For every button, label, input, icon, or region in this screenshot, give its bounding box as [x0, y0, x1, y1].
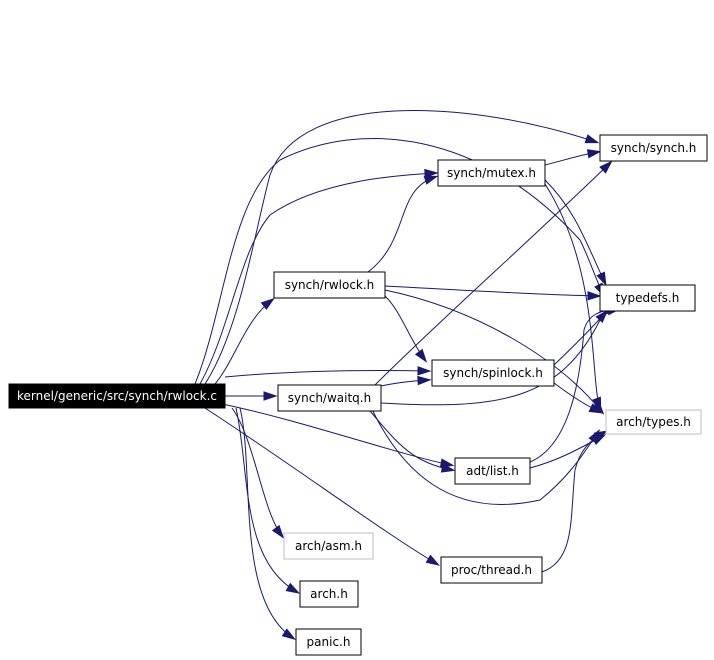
edge-line: [384, 289, 603, 413]
edge-root-to-spinlock: [224, 366, 432, 378]
edge-line: [374, 162, 611, 386]
arrowhead-icon: [281, 628, 296, 640]
edge-line: [529, 308, 618, 463]
node-spinlock-h[interactable]: synch/spinlock.h: [431, 359, 555, 387]
arrowhead-icon: [424, 168, 439, 179]
edge-line: [553, 311, 607, 366]
arrowhead-icon: [599, 160, 613, 174]
arrowhead-icon: [414, 348, 428, 363]
edge-line: [204, 109, 597, 385]
node-waitq-h[interactable]: synch/waitq.h: [277, 384, 382, 412]
edge-line: [369, 410, 453, 471]
edge-line: [199, 172, 436, 385]
edge-line: [235, 407, 298, 593]
edge-mutex-to-archtypes: [544, 183, 602, 412]
edge-line: [239, 407, 294, 639]
arrowhead-icon: [417, 375, 432, 386]
edge-layer: [194, 109, 622, 640]
edge-line: [214, 299, 273, 385]
edge-line: [384, 295, 426, 361]
arrowhead-icon: [425, 554, 441, 566]
arrowhead-icon: [593, 430, 609, 442]
node-mutex-h[interactable]: synch/mutex.h: [437, 159, 546, 187]
edge-waitq-to-typedefs: [380, 306, 622, 406]
edge-spinlock-to-archtypes: [553, 382, 604, 414]
edge-rwlock-to-spinlock: [384, 295, 428, 363]
edge-line: [541, 431, 606, 573]
node-spinlock-h-label: synch/spinlock.h: [443, 366, 543, 380]
arrowhead-icon: [260, 297, 275, 311]
edge-waitq-to-archtypes: [369, 404, 600, 505]
edge-line: [384, 285, 599, 297]
edge-line: [544, 183, 601, 409]
node-arch-types-h-label: arch/types.h: [616, 415, 691, 429]
arrowhead-icon: [587, 291, 602, 301]
node-synch-h[interactable]: synch/synch.h: [599, 134, 708, 162]
edge-line: [221, 403, 452, 466]
node-list-h[interactable]: adt/list.h: [454, 457, 531, 485]
edge-thread-to-archtypes: [541, 430, 609, 573]
node-arch-asm-h: arch/asm.h: [283, 532, 374, 560]
node-arch-types-h: arch/types.h: [605, 409, 702, 435]
arrowhead-icon: [586, 149, 602, 159]
arrowhead-icon: [271, 524, 285, 539]
edge-root-to-asm: [231, 407, 285, 539]
arrowhead-icon: [417, 366, 432, 376]
node-arch-h[interactable]: arch.h: [299, 580, 359, 608]
arrowhead-icon: [440, 463, 456, 473]
node-rwlock-c-label: kernel/generic/src/synch/rwlock.c: [17, 389, 217, 403]
edge-root-to-rwlock: [214, 297, 275, 385]
edge-line: [369, 404, 599, 505]
node-panic-h[interactable]: panic.h: [295, 628, 362, 656]
node-typedefs-h-label: typedefs.h: [616, 291, 680, 305]
edge-waitq-to-synch: [374, 160, 613, 386]
edge-rwlock-to-typedefs: [384, 285, 602, 301]
node-rwlock-c: kernel/generic/src/synch/rwlock.c: [8, 383, 226, 409]
edge-root-to-synch: [204, 109, 600, 385]
node-panic-h-label: panic.h: [307, 635, 351, 649]
edge-rwlock-to-mutex: [367, 175, 439, 273]
edge-mutex-to-synch: [544, 149, 602, 166]
edge-spinlock-to-typedefs: [553, 309, 609, 366]
arrowhead-icon: [285, 582, 301, 594]
node-layer: kernel/generic/src/synch/rwlock.c synch/…: [8, 134, 708, 656]
node-mutex-h-label: synch/mutex.h: [447, 166, 536, 180]
node-waitq-h-label: synch/waitq.h: [288, 391, 371, 405]
edge-line: [224, 370, 429, 378]
arrowhead-icon: [595, 309, 609, 323]
edge-root-to-arch: [235, 407, 301, 594]
node-arch-asm-h-label: arch/asm.h: [295, 539, 362, 553]
edge-line: [194, 138, 604, 385]
node-thread-h-label: proc/thread.h: [451, 563, 532, 577]
node-synch-h-label: synch/synch.h: [611, 141, 697, 155]
node-rwlock-h-label: synch/rwlock.h: [285, 278, 375, 292]
node-list-h-label: adt/list.h: [466, 464, 519, 478]
edge-line: [367, 176, 436, 273]
edge-root-to-panic: [239, 407, 296, 640]
node-rwlock-h[interactable]: synch/rwlock.h: [273, 271, 386, 299]
edge-mutex-to-typedefs: [544, 179, 607, 287]
edge-root-to-waitq: [225, 391, 278, 401]
edge-line: [544, 179, 606, 284]
arrowhead-icon: [592, 396, 602, 412]
arrowhead-icon: [263, 391, 278, 401]
node-thread-h[interactable]: proc/thread.h: [440, 556, 543, 584]
arrowhead-icon: [584, 134, 600, 144]
arrowhead-icon: [588, 403, 604, 414]
edge-root-to-mutex: [199, 168, 439, 385]
arrowhead-icon: [596, 271, 607, 287]
edge-waitq-to-spinlock: [380, 375, 432, 387]
arrowhead-icon: [423, 175, 439, 185]
node-arch-h-label: arch.h: [310, 587, 348, 601]
edge-line: [231, 407, 283, 537]
node-typedefs-h[interactable]: typedefs.h: [599, 284, 696, 312]
